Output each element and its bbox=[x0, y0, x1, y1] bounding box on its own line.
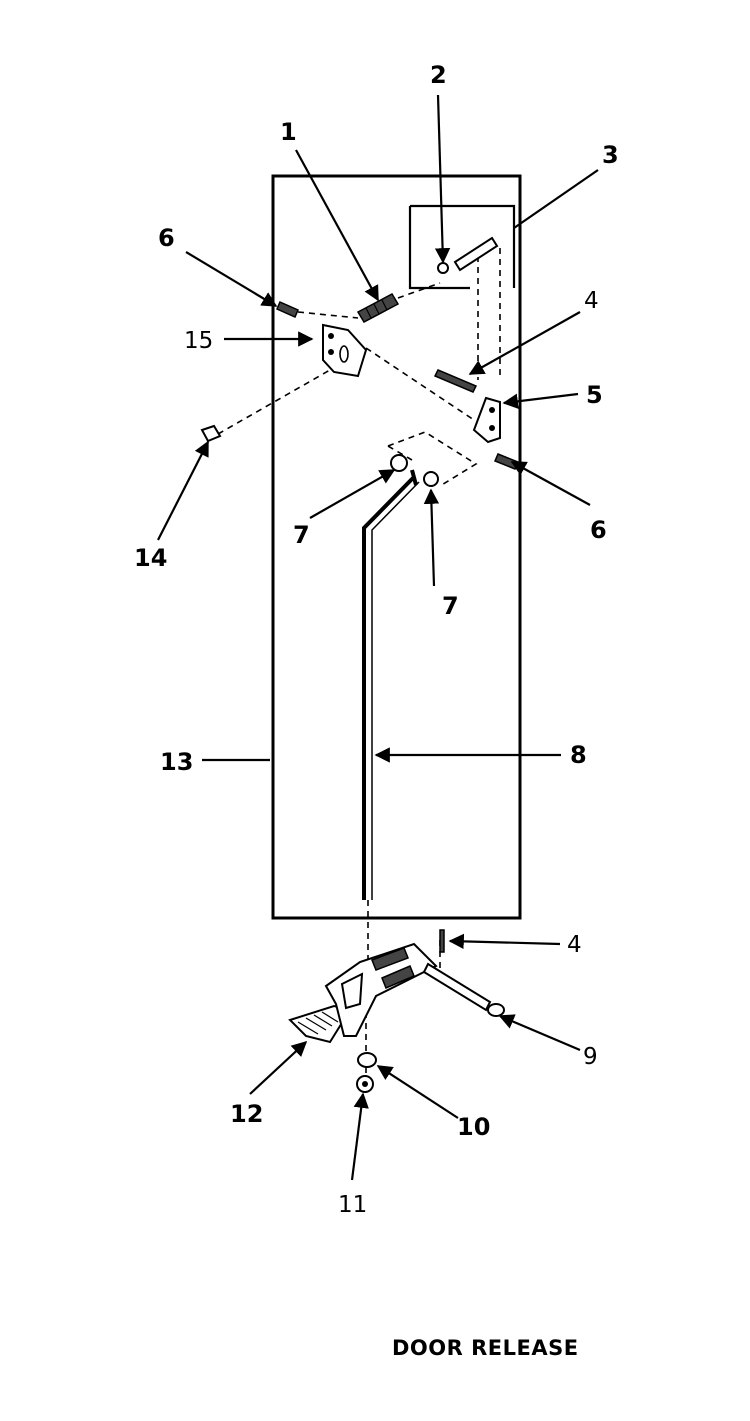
washer bbox=[357, 1052, 377, 1068]
callout-11: 11 bbox=[338, 1192, 367, 1218]
callout-14: 14 bbox=[134, 544, 167, 572]
callout-5: 5 bbox=[586, 381, 603, 409]
foot-pedal bbox=[288, 942, 438, 1044]
assembly-dashed-lines bbox=[217, 282, 478, 1074]
screw-lower-left bbox=[200, 424, 222, 443]
spring bbox=[356, 293, 400, 323]
nut-left bbox=[390, 454, 408, 472]
pin-upper bbox=[433, 369, 478, 393]
screw-upper-left bbox=[276, 301, 299, 318]
pedal-shaft bbox=[422, 962, 505, 1017]
pivot-link bbox=[472, 396, 501, 444]
mounting-bracket bbox=[322, 323, 368, 378]
nut-right bbox=[423, 471, 439, 487]
callout-3: 3 bbox=[602, 141, 619, 169]
diagram-title: DOOR RELEASE bbox=[392, 1336, 579, 1360]
callout-7-left: 7 bbox=[293, 521, 310, 549]
callout-4-upper: 4 bbox=[584, 288, 599, 314]
callout-13: 13 bbox=[160, 748, 193, 776]
callout-1: 1 bbox=[280, 118, 297, 146]
callout-4-lower: 4 bbox=[567, 932, 582, 958]
pin-lower bbox=[439, 929, 445, 953]
door-panel bbox=[271, 174, 522, 920]
callout-7-right: 7 bbox=[442, 592, 459, 620]
callout-6-upper: 6 bbox=[158, 224, 175, 252]
leader-lines bbox=[157, 94, 599, 1181]
screw-right bbox=[494, 453, 519, 470]
callout-9: 9 bbox=[583, 1044, 598, 1070]
lower-nut bbox=[356, 1075, 374, 1093]
callout-6-lower: 6 bbox=[590, 516, 607, 544]
callout-2: 2 bbox=[430, 61, 447, 89]
actuating-rod bbox=[362, 469, 420, 900]
latch-bracket bbox=[408, 204, 516, 380]
callout-15: 15 bbox=[184, 328, 213, 354]
callout-8: 8 bbox=[570, 741, 587, 769]
callout-10: 10 bbox=[457, 1113, 490, 1141]
callout-12: 12 bbox=[230, 1100, 263, 1128]
